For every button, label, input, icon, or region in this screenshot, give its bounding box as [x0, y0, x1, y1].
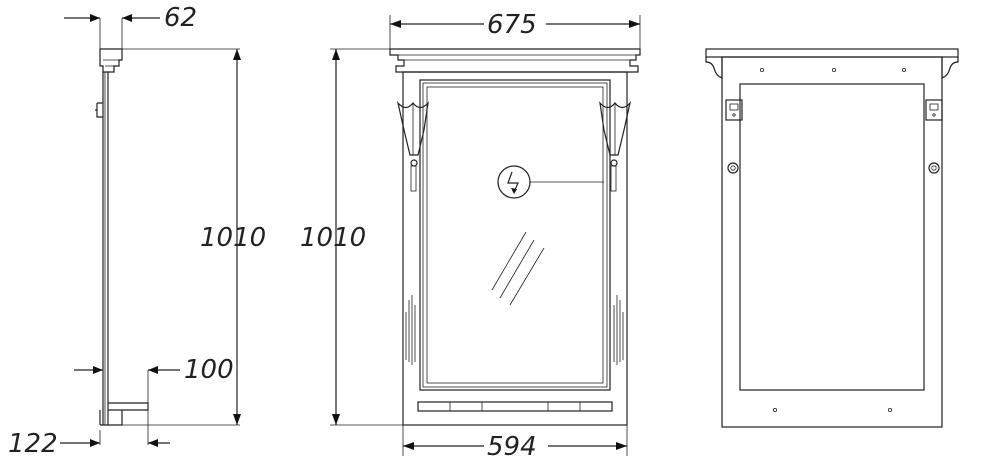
front-view: 675 1010 594 [300, 10, 641, 462]
dim-front-top-width: 675 [487, 10, 537, 40]
dim-side-top-depth: 62 [164, 3, 197, 33]
dim-side-bottom-depth: 100 [184, 355, 234, 385]
back-view [705, 48, 959, 428]
dim-side-base-depth: 122 [8, 429, 58, 459]
side-view: 62 1010 100 122 [8, 3, 266, 459]
dim-front-bottom-width: 594 [487, 432, 537, 462]
dim-front-height: 1010 [300, 223, 366, 253]
dim-side-height: 1010 [200, 223, 266, 253]
